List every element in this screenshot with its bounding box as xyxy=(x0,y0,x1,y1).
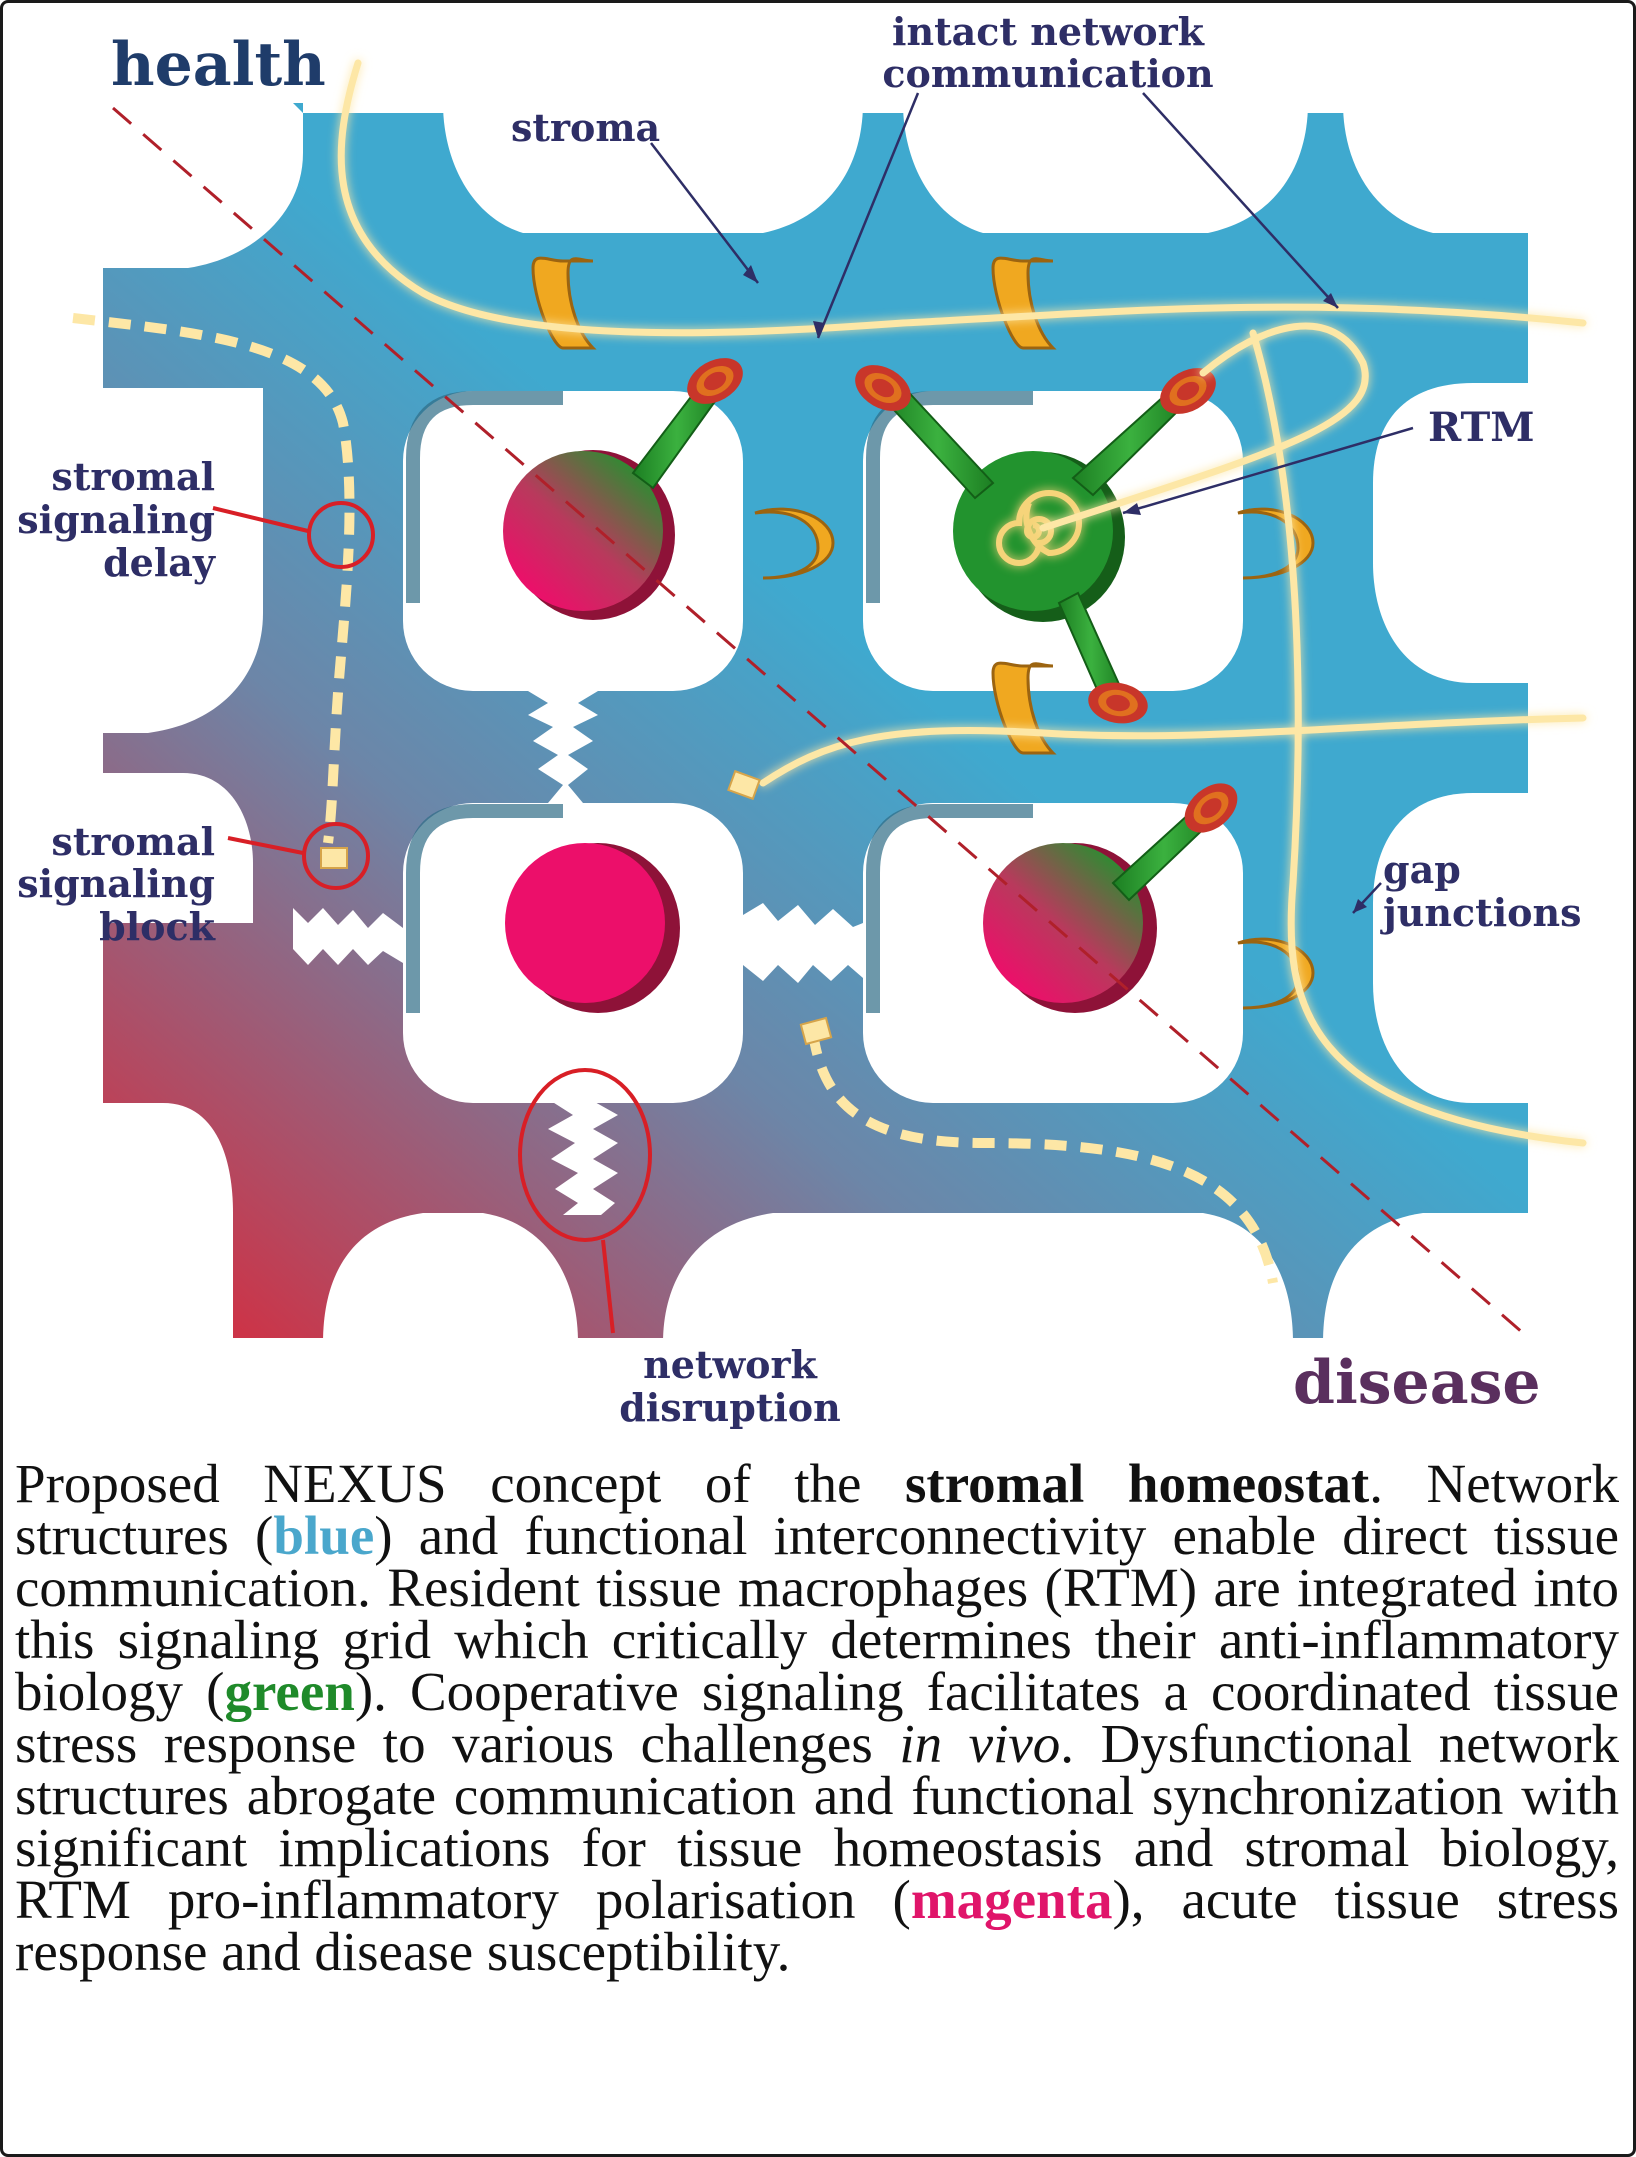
markers xyxy=(212,501,652,1334)
cell-mixed-right xyxy=(983,843,1143,1003)
caption-text: . Network structures ( xyxy=(15,1453,1619,1566)
figure-caption: Proposed NEXUS concept of the stromal ho… xyxy=(15,1456,1619,1979)
signal-fiber xyxy=(1249,329,1587,1147)
pointer-arrows xyxy=(650,92,1414,914)
intact-network-label-line2: communication xyxy=(882,51,1213,96)
cell-magenta-center xyxy=(505,843,665,1003)
stroma-label: stroma xyxy=(511,105,660,150)
rtm-stalks xyxy=(631,379,1217,902)
rtm-label: RTM xyxy=(1428,404,1535,451)
network-tears xyxy=(293,691,863,1215)
delay-marker-circle xyxy=(307,501,375,569)
cell-mixed-top-left xyxy=(503,451,663,611)
stroma-grid xyxy=(103,103,1543,1338)
caption-magenta-term: magenta xyxy=(910,1869,1113,1930)
stromal-signaling-block-line1: stromal xyxy=(51,819,215,864)
signal-block-fragment xyxy=(799,1016,833,1046)
caption-italic-term: in vivo xyxy=(899,1713,1061,1774)
stromal-signaling-delay-line3: delay xyxy=(103,540,216,585)
caption-text: ). Cooperative signaling facilitates a c… xyxy=(15,1661,1619,1774)
caption-text: ), acute tissue stress response and dise… xyxy=(15,1869,1619,1982)
signal-fiber xyxy=(1039,322,1369,532)
network-disruption-label-line1: network xyxy=(643,1342,817,1387)
signal-fiber xyxy=(759,714,1587,787)
cells xyxy=(503,450,1157,1013)
arrowheads xyxy=(743,265,1367,913)
health-label: health xyxy=(111,30,326,100)
caption-blue-term: blue xyxy=(273,1505,375,1566)
tear-bottom xyxy=(548,1101,618,1215)
signal-fibers xyxy=(337,59,1587,1147)
stromal-signaling-block-line3: block xyxy=(99,904,215,949)
stroma-network xyxy=(33,103,1593,1343)
signal-block-fragment xyxy=(320,847,348,869)
caption-text: Proposed NEXUS concept of the xyxy=(15,1453,906,1514)
nexus-diagram: health disease stroma intact network com… xyxy=(17,9,1593,1430)
caption-bold-term: stromal homeostat xyxy=(905,1453,1370,1514)
tear-left-top xyxy=(528,691,598,803)
signal-block-fragment xyxy=(727,769,761,801)
signal-fiber xyxy=(337,59,1587,337)
caption-text: ) and functional interconnectivity enabl… xyxy=(15,1505,1619,1722)
rtm-spiral xyxy=(996,490,1082,566)
rtm-cell xyxy=(953,451,1113,611)
delayed-signal-left xyxy=(72,313,355,844)
tear-middle xyxy=(743,903,863,983)
connexon-sockets xyxy=(687,358,1238,833)
block-marker-circle xyxy=(302,822,370,890)
intact-network-label-line1: intact network xyxy=(892,9,1205,54)
gap-junctions-label-line1: gap xyxy=(1383,847,1461,892)
health-disease-axis xyxy=(112,106,1524,1335)
disruption-marker-ellipse xyxy=(518,1068,652,1242)
gap-junction xyxy=(754,507,835,580)
network-disruption-label-line2: disruption xyxy=(619,1385,841,1430)
disease-label: disease xyxy=(1293,1348,1541,1418)
stromal-signaling-delay-line2: signaling xyxy=(17,497,215,542)
caption-green-term: green xyxy=(224,1661,355,1722)
caption-text: . Dysfunctional network structures abrog… xyxy=(15,1713,1619,1930)
gap-junctions-label-line2: junctions xyxy=(1380,890,1582,935)
gap-junction xyxy=(991,256,1057,350)
tear-left-side xyxy=(293,908,403,965)
stromal-signaling-block-line2: signaling xyxy=(17,861,215,906)
stromal-signaling-delay-line1: stromal xyxy=(51,454,215,499)
delayed-signals xyxy=(72,313,1278,1284)
